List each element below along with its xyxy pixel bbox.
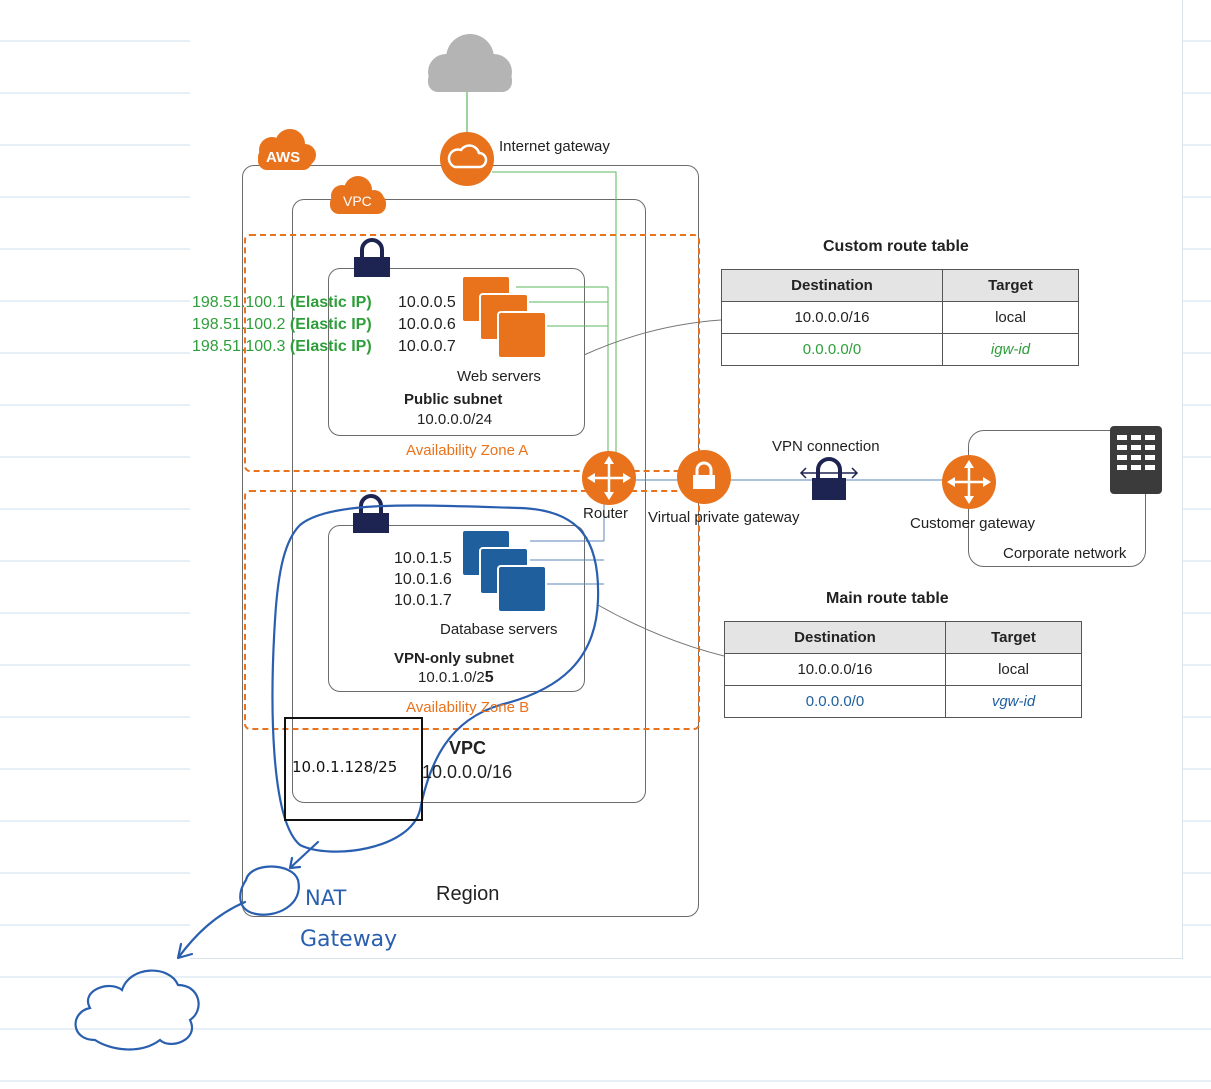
public-subnet-name: Public subnet [404, 391, 503, 408]
db-server-ip-2: 10.0.1.6 [394, 571, 452, 588]
customer-gateway-label: Customer gateway [910, 515, 1036, 532]
new-subnet-box [284, 717, 423, 821]
column-header: Destination [724, 621, 946, 654]
handwritten-cidr-digit: 5 [484, 669, 494, 686]
db-server-ip-1: 10.0.1.5 [394, 550, 452, 567]
vpn-connection-label: VPN connection [772, 438, 880, 455]
aws-badge-icon [258, 129, 316, 170]
availability-zone-b [244, 490, 700, 730]
vpc-badge-icon [330, 176, 386, 214]
internet-gateway-label: Internet gateway [499, 138, 610, 155]
vpc-badge-label: VPC [343, 193, 372, 209]
padlock-icon-public [354, 238, 390, 277]
table-cell: vgw-id [945, 685, 1082, 718]
region-label: Region [436, 883, 500, 905]
availability-zone-a [244, 234, 700, 472]
hand-annotations [74, 504, 600, 1051]
arrow-to-nat [288, 840, 320, 870]
router-label: Router [583, 505, 629, 522]
web-server-ip-3: 10.0.0.7 [398, 338, 456, 355]
column-header: Target [942, 269, 1079, 302]
web-servers-label: Web servers [457, 368, 541, 385]
elastic-ip-3: 198.51.100.3 (Elastic IP) [192, 338, 372, 355]
elastic-ip-2: 198.51.100.2 (Elastic IP) [192, 316, 372, 333]
table-cell: 10.0.0.0/16 [724, 653, 946, 686]
availability-zone-b-label: Availability Zone B [406, 699, 530, 716]
nat-label: NAT [305, 886, 347, 910]
main-route-table-title: Main route table [826, 590, 949, 607]
corporate-network-label: Corporate network [1003, 545, 1127, 562]
elastic-ip-1: 198.51.100.1 (Elastic IP) [192, 294, 372, 311]
web-servers-icon [461, 275, 547, 359]
vpn-subnet-cidr: 10.0.1.0/25 [418, 669, 494, 686]
router-icon [582, 451, 636, 505]
table-cell: igw-id [942, 333, 1079, 366]
internet-gateway-icon [440, 132, 494, 186]
availability-zone-a-label: Availability Zone A [406, 442, 529, 459]
corporate-building-icon [1110, 426, 1162, 494]
vpc-label: VPC [449, 738, 487, 758]
padlock-icon-vpn [353, 494, 389, 533]
table-cell: local [945, 653, 1082, 686]
new-subnet-annotation: 10.0.1.128/25 [292, 758, 398, 776]
customer-gateway-icon [942, 455, 996, 509]
table-cell: local [942, 301, 1079, 334]
table-cell: 0.0.0.0/0 [724, 685, 946, 718]
vpc-box [292, 199, 646, 803]
aws-badge-label: AWS [266, 149, 301, 166]
database-servers-icon [461, 529, 547, 613]
hand-drawn-cloud-icon [74, 969, 200, 1051]
web-server-ip-1: 10.0.0.5 [398, 294, 456, 311]
public-subnet-cidr: 10.0.0.0/24 [417, 411, 493, 428]
table-cell: 10.0.0.0/16 [721, 301, 943, 334]
custom-route-table-title: Custom route table [823, 238, 969, 255]
column-header: Destination [721, 269, 943, 302]
table-cell: 0.0.0.0/0 [721, 333, 943, 366]
database-servers-label: Database servers [440, 621, 558, 638]
vpn-subnet-name: VPN-only subnet [394, 650, 515, 667]
virtual-private-gateway-icon [677, 450, 731, 504]
arrow-to-internet [176, 900, 247, 960]
column-header: Target [945, 621, 1082, 654]
circle-around-vpn-subnet [271, 504, 600, 853]
gateway-label: Gateway [300, 927, 398, 952]
internet-cloud-icon [428, 34, 512, 92]
vpn-connection-icon [799, 457, 859, 500]
db-server-ip-3: 10.0.1.7 [394, 592, 452, 609]
virtual-private-gateway-label: Virtual private gateway [648, 509, 800, 526]
web-server-ip-2: 10.0.0.6 [398, 316, 456, 333]
nat-gateway-circle [239, 865, 300, 916]
vpc-cidr: 10.0.0.0/16 [422, 762, 513, 782]
